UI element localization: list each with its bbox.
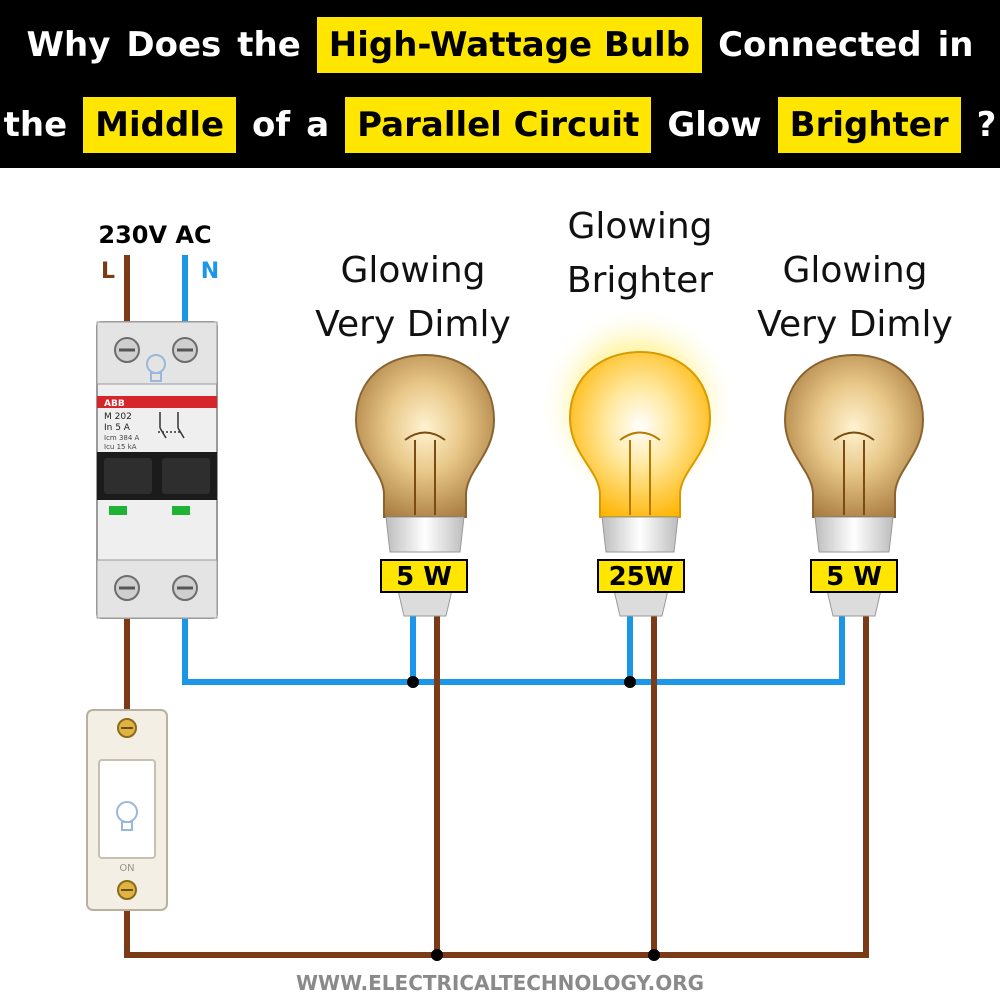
title-highlight: High-Wattage Bulb — [316, 17, 703, 73]
title-banner: Why Does the High-Wattage Bulb Connected… — [0, 0, 1000, 168]
wire-junctions — [407, 676, 660, 961]
title-word: Glow — [667, 105, 762, 145]
bulb-3-cap — [814, 516, 894, 553]
bulb-3-status-line-2: Very Dimly — [757, 304, 953, 345]
bulb-2-glass — [568, 350, 712, 518]
bulb-3-wattage: 5 W — [826, 562, 882, 592]
bulb-2-status-line-1: Glowing — [567, 206, 712, 247]
bulb-1-status-line-1: Glowing — [340, 250, 485, 291]
on-indicator-right — [172, 506, 190, 515]
breaker-model: M 202 — [104, 412, 132, 422]
title-word: the — [3, 105, 68, 145]
supply-voltage-label: 230V AC — [98, 221, 211, 249]
bulb-3-filament — [833, 431, 875, 515]
breaker-toggle-right[interactable] — [162, 458, 210, 494]
bulb-2-wattage-badge — [597, 559, 685, 593]
footer-website: WWW.ELECTRICALTECHNOLOGY.ORG — [296, 971, 704, 995]
title-word: Connected — [718, 25, 922, 65]
bulb-1-filament — [404, 431, 446, 515]
breaker-toggle-left[interactable] — [104, 458, 152, 494]
bulb-3-wattage-badge — [810, 559, 898, 593]
title-word: Why — [26, 25, 111, 65]
neutral-label: N — [201, 259, 219, 284]
bulb-symbol-icon — [116, 801, 138, 831]
title-word: in — [937, 25, 974, 65]
wall-switch[interactable]: ON — [86, 709, 168, 911]
bulb-1-wattage-badge — [380, 559, 468, 593]
bulb-2-cap — [601, 516, 679, 553]
bulb-symbol-icon — [146, 354, 166, 382]
title-highlight: Brighter — [777, 97, 961, 153]
bulb-3-glass — [783, 353, 925, 518]
bulb-1: Glowing Very Dimly 5 W — [315, 250, 511, 617]
bulb-1-cap — [385, 516, 465, 553]
bulb-1-glass — [354, 353, 496, 518]
title-word: ? — [976, 105, 997, 145]
bulb-2-holder — [613, 589, 669, 617]
title-highlight: Middle — [83, 97, 237, 153]
live-wire — [124, 255, 869, 958]
switch-rocker[interactable] — [98, 759, 156, 859]
on-indicator-left — [109, 506, 127, 515]
breaker-brand: ABB — [104, 399, 125, 409]
bulb-1-wattage: 5 W — [396, 562, 452, 592]
bulb-2-filament — [619, 431, 661, 515]
bulb-1-status-line-2: Very Dimly — [315, 304, 511, 345]
bulb-2: Glowing Brighter 25W — [538, 206, 738, 617]
title-line-2: the Middle of a Parallel Circuit Glow Br… — [0, 88, 1000, 162]
breaker-spec-icm: Icm 384 A — [104, 434, 140, 442]
breaker-schematic-symbol — [158, 412, 185, 439]
title-word: the — [237, 25, 301, 65]
bulb-3-status-line-1: Glowing — [782, 250, 927, 291]
switch-state-label: ON — [119, 863, 134, 874]
title-highlight: Parallel Circuit — [345, 97, 652, 153]
bulb-3: Glowing Very Dimly 5 W — [757, 250, 953, 617]
breaker-rating: In 5 A — [104, 423, 131, 433]
bulb-2-status-line-2: Brighter — [567, 260, 713, 301]
title-word: of — [252, 105, 291, 145]
title-line-1: Why Does the High-Wattage Bulb Connected… — [0, 8, 1000, 82]
bulb-1-holder — [397, 589, 453, 617]
live-label: L — [101, 259, 115, 284]
title-word: a — [306, 105, 330, 145]
breaker-brand-strip — [97, 396, 217, 408]
bulb-2-wattage: 25W — [609, 562, 674, 592]
circuit-breaker[interactable]: ABB M 202 In 5 A Icm 384 A Icu 15 kA — [96, 321, 218, 619]
breaker-spec-icu: Icu 15 kA — [104, 443, 137, 451]
title-word: Does — [126, 25, 222, 65]
neutral-wire — [182, 255, 845, 685]
bulb-3-holder — [826, 589, 882, 617]
